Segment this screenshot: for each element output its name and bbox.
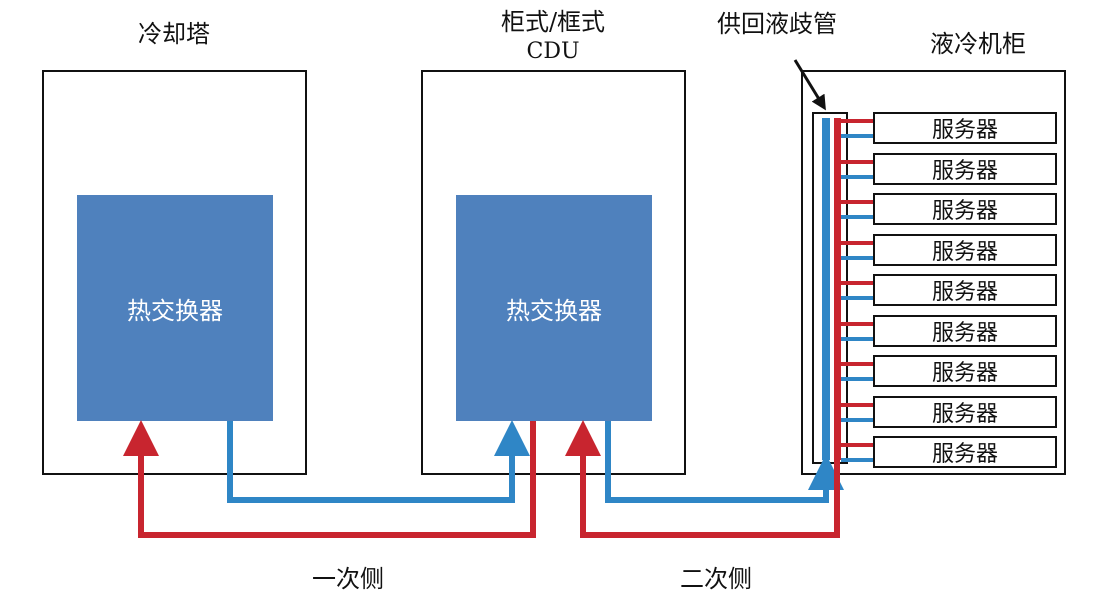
- server-1: 服务器: [873, 112, 1057, 144]
- manifold-supply-bar: [822, 118, 830, 460]
- server-8: 服务器: [873, 396, 1057, 428]
- primary-cold-pipe: [227, 420, 530, 503]
- server-label: 服务器: [931, 240, 998, 265]
- secondary-cold-pipe: [605, 421, 844, 503]
- cdu-label-line1: 柜式/框式: [500, 8, 606, 36]
- manifold-label: 供回液歧管: [717, 10, 837, 38]
- manifold-return-bar: [834, 118, 841, 460]
- primary-hot-pipe: [123, 420, 536, 538]
- server-connectors: [841, 119, 873, 462]
- cooling-tower-label: 冷却塔: [138, 20, 210, 48]
- server-label: 服务器: [931, 402, 998, 427]
- server-5: 服务器: [873, 274, 1057, 306]
- server-3: 服务器: [873, 193, 1057, 225]
- server-4: 服务器: [873, 234, 1057, 266]
- server-9: 服务器: [873, 436, 1057, 468]
- server-label: 服务器: [931, 361, 998, 386]
- server-label: 服务器: [931, 159, 998, 184]
- heat-exchanger-cdu: 热交换器: [456, 195, 652, 421]
- secondary-hot-pipe: [565, 118, 840, 538]
- server-label: 服务器: [931, 280, 998, 305]
- rack-label: 液冷机柜: [930, 30, 1026, 58]
- server-6: 服务器: [873, 315, 1057, 347]
- server-label: 服务器: [931, 321, 998, 346]
- heat-exchanger-label: 热交换器: [506, 296, 602, 325]
- primary-side-label: 一次侧: [312, 565, 384, 593]
- server-label: 服务器: [931, 442, 998, 467]
- server-label: 服务器: [931, 118, 998, 143]
- manifold-pointer-arrow: [793, 59, 826, 111]
- heat-exchanger-tower: 热交换器: [77, 195, 273, 421]
- server-label: 服务器: [931, 199, 998, 224]
- server-7: 服务器: [873, 355, 1057, 387]
- server-2: 服务器: [873, 153, 1057, 185]
- cdu-label-line2: CDU: [526, 39, 580, 64]
- heat-exchanger-label: 热交换器: [127, 296, 223, 325]
- secondary-side-label: 二次侧: [680, 565, 752, 593]
